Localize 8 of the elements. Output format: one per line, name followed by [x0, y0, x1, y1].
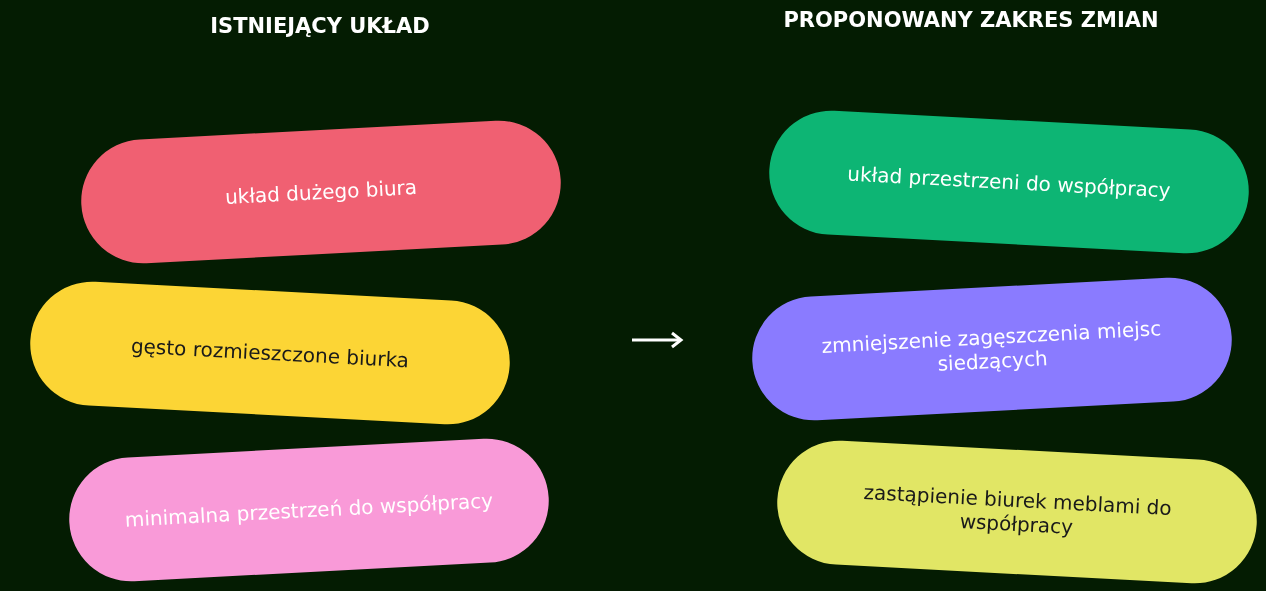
column-heading: ISTNIEJĄCY UKŁAD — [210, 14, 430, 38]
node-text: układ dużego biura — [224, 175, 418, 209]
node-text: gęsto rozmieszczone biurka — [130, 333, 410, 373]
node-text: zmniejszenie zagęszczenia miejsc siedzących — [820, 315, 1163, 378]
column-heading: PROPONOWANY ZAKRES ZMIAN — [783, 8, 1159, 32]
node-text: układ przestrzeni do współpracy — [846, 161, 1172, 203]
node-text: minimalna przestrzeń do współpracy — [124, 488, 494, 532]
node-text: zastąpienie biurek meblami do współpracy — [862, 478, 1174, 541]
